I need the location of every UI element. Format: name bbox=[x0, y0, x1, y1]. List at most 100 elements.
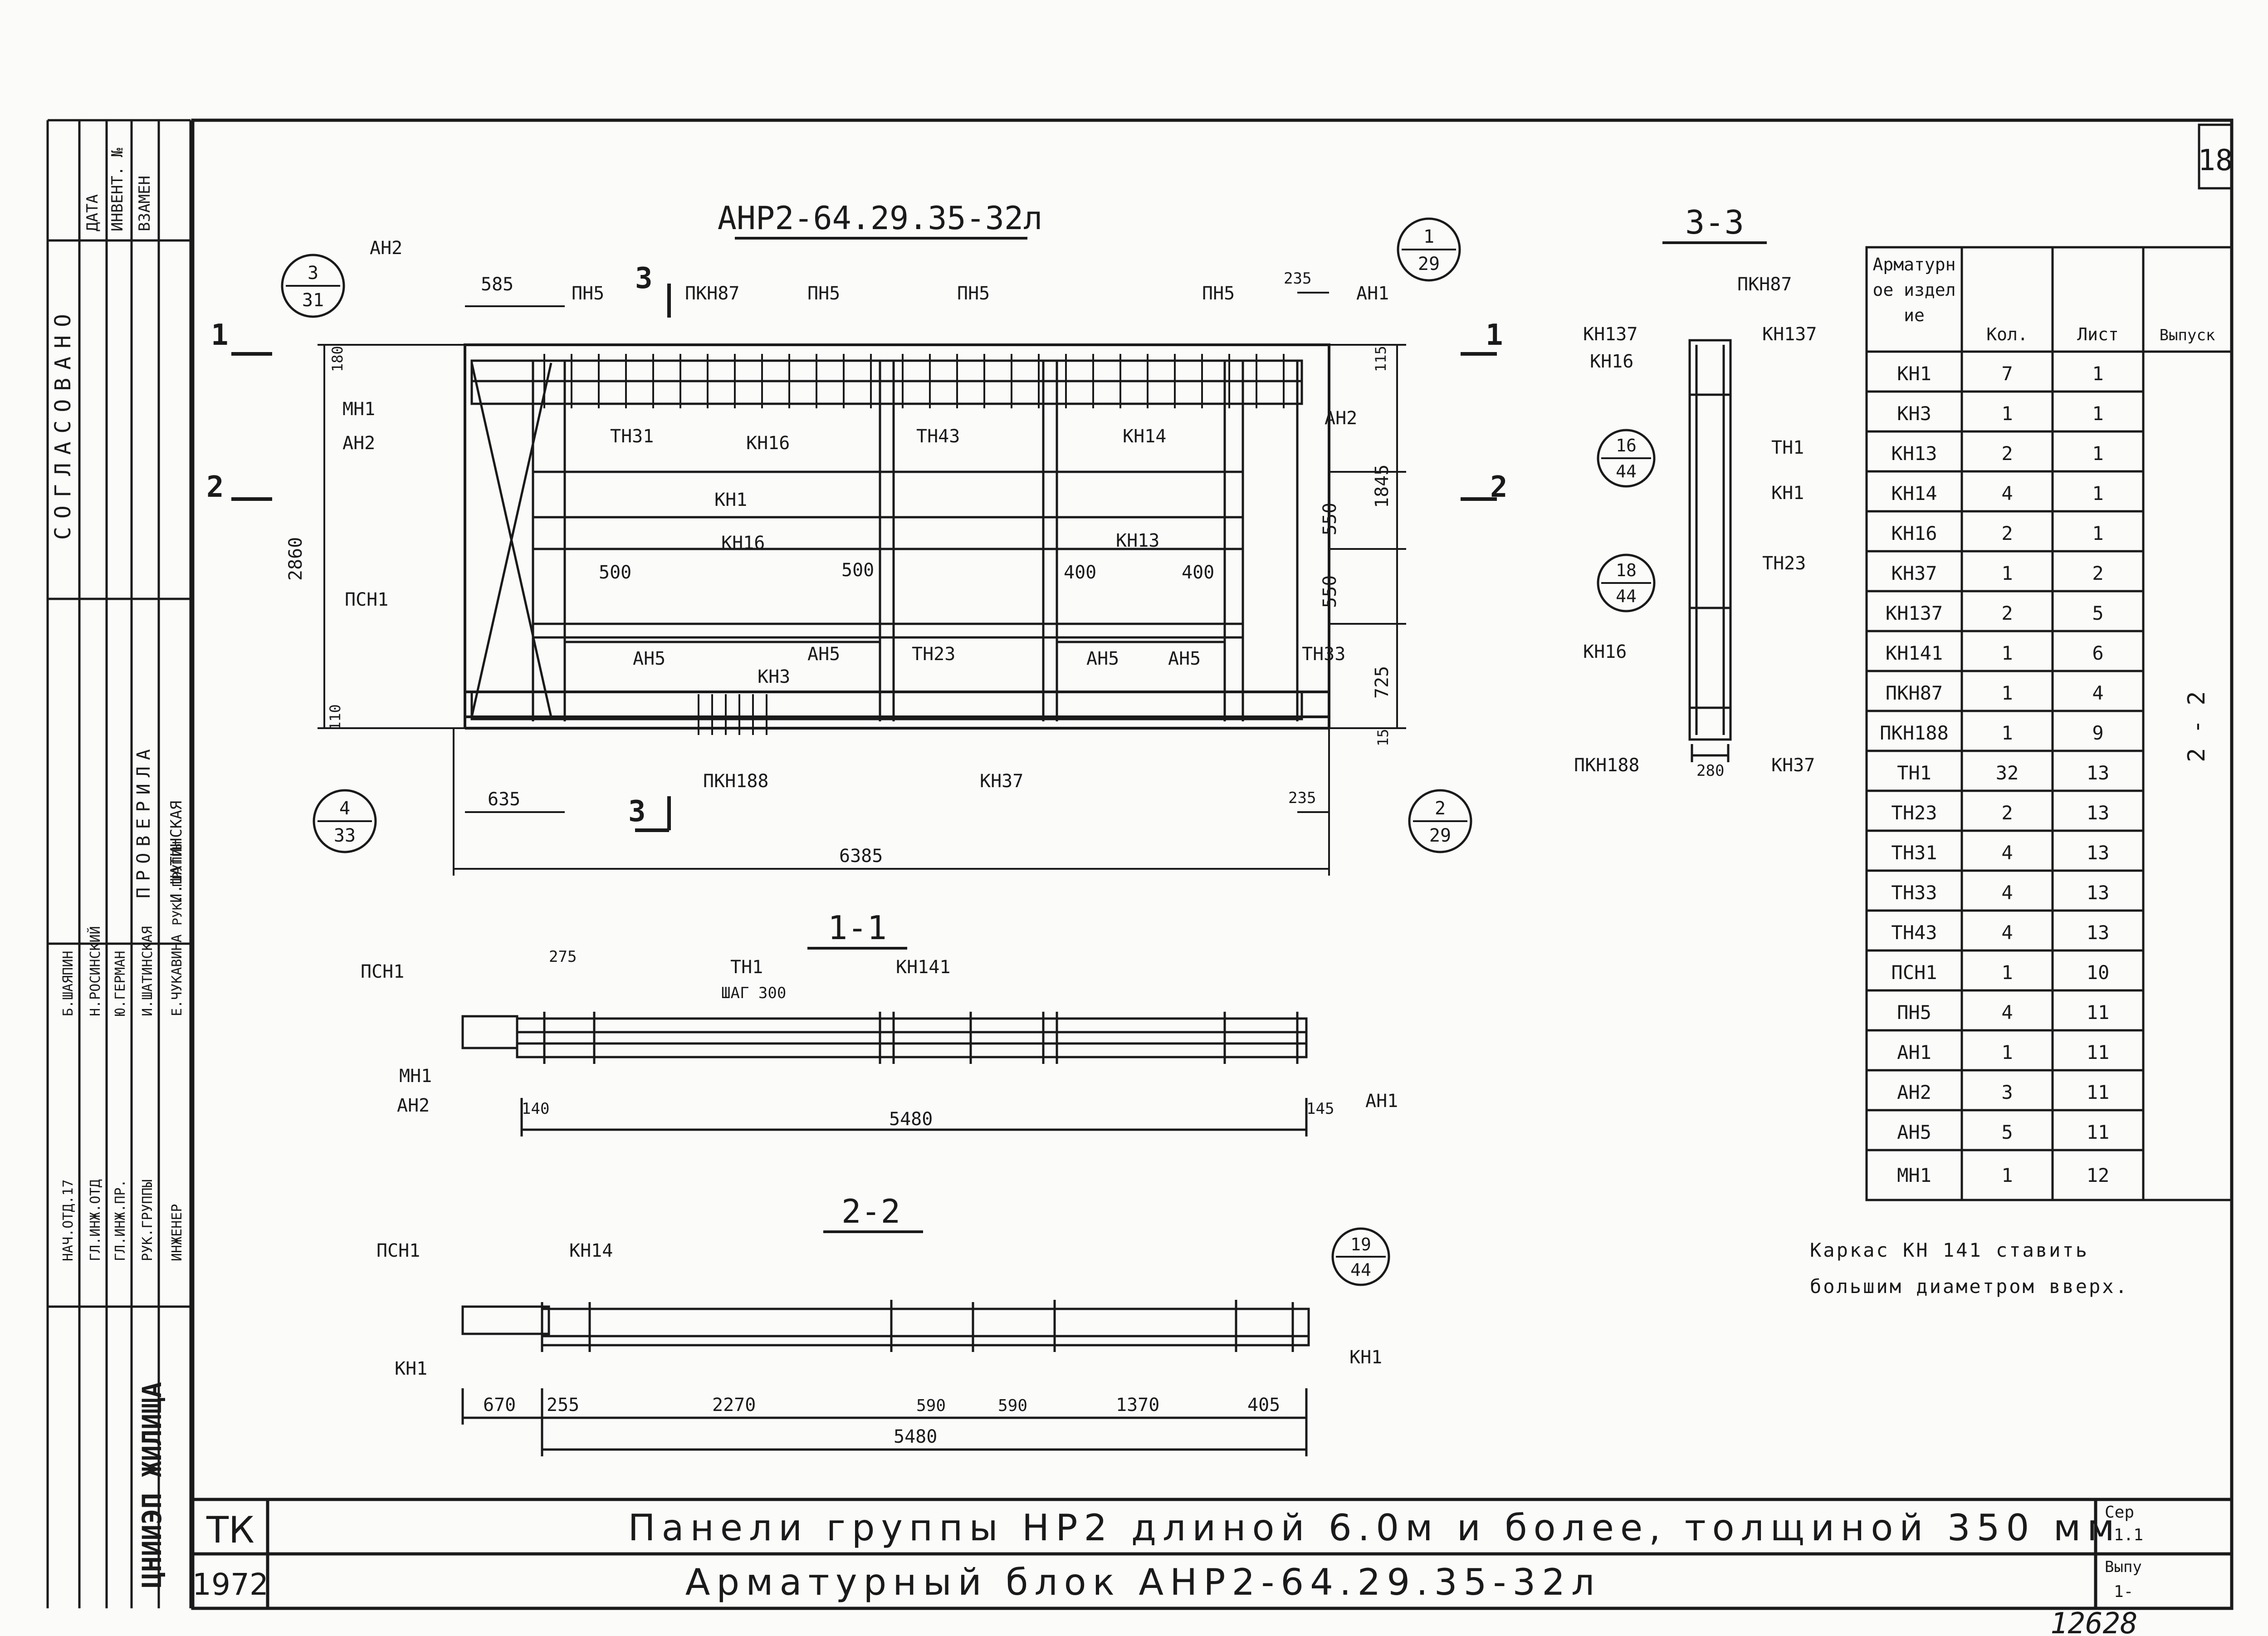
s33-callout-1-bottom: 44 bbox=[1616, 461, 1637, 481]
s33-label-tn1: ТН1 bbox=[1771, 437, 1804, 458]
margin-name-2: Н.РОСИНСКИЙ bbox=[87, 926, 103, 1016]
row-sheet: 13 bbox=[2087, 882, 2110, 904]
row-item: ТН31 bbox=[1891, 842, 1937, 864]
s11-dim-275: 275 bbox=[549, 948, 577, 966]
label-kn13: КН13 bbox=[1116, 530, 1159, 551]
title-line-1: Панели группы НР2 длиной 6.0м и более, т… bbox=[628, 1507, 2121, 1549]
dim-400-a: 400 bbox=[1064, 562, 1096, 583]
row-sheet: 1 bbox=[2092, 362, 2103, 385]
row-item: АН2 bbox=[1897, 1081, 1931, 1103]
section-33-drawing bbox=[1688, 339, 1732, 762]
s22-callout-top: 19 bbox=[1350, 1234, 1371, 1254]
dim-585: 585 bbox=[481, 274, 513, 295]
label-tn43: ТН43 bbox=[916, 426, 960, 447]
section-33-title: 3-3 bbox=[1685, 203, 1744, 241]
plan-callout-4: 2 29 bbox=[1408, 789, 1472, 853]
s33-label-kn137-left: КН137 bbox=[1583, 324, 1637, 345]
row-qty: 4 bbox=[2001, 882, 2013, 904]
s11-dim-5480: 5480 bbox=[889, 1109, 933, 1130]
row-sheet: 11 bbox=[2087, 1081, 2110, 1103]
section-33-callout-2: 18 44 bbox=[1597, 553, 1656, 612]
s11-label-step: ШАГ 300 bbox=[721, 984, 786, 1002]
title-ser-value: 1.1 bbox=[2114, 1526, 2143, 1544]
s22-label-psn1: ПСН1 bbox=[376, 1240, 420, 1261]
margin-invent: ИНВЕНТ. № bbox=[108, 147, 127, 231]
margin-name-5: Е.ЧУКАВИНА bbox=[169, 934, 185, 1016]
row-sheet: 5 bbox=[2092, 602, 2103, 624]
callout-4-top: 2 bbox=[1435, 798, 1446, 819]
row-qty: 2 bbox=[2001, 802, 2013, 824]
spec-table-grid bbox=[1865, 246, 2233, 1201]
row-sheet: 9 bbox=[2092, 722, 2103, 744]
section-11-title: 1-1 bbox=[828, 909, 887, 947]
row-item: ТН43 bbox=[1891, 921, 1937, 944]
archive-number: 12628 bbox=[2050, 1607, 2138, 1636]
s11-dim-145: 145 bbox=[1306, 1100, 1334, 1118]
row-item: ТН33 bbox=[1891, 882, 1937, 904]
spec-header-qty: Кол. bbox=[1986, 324, 2028, 344]
s11-label-psn1: ПСН1 bbox=[361, 961, 404, 982]
margin-texts: ДАТА ИНВЕНТ. № ВЗАМЕН СОГЛАСОВАНО ПРОВЕР… bbox=[50, 147, 186, 1588]
label-an5-4: АН5 bbox=[1168, 648, 1201, 669]
margin-org: ЦНИИЭП ЖИЛИЩА bbox=[137, 1382, 167, 1588]
row-sheet: 13 bbox=[2087, 802, 2110, 824]
title-vyp-value: 1- bbox=[2114, 1582, 2133, 1601]
plan-cages bbox=[470, 359, 1303, 721]
dim-115: 115 bbox=[1372, 346, 1389, 372]
plan-callout-2: 1 29 bbox=[1397, 217, 1461, 282]
row-item: ТН1 bbox=[1897, 762, 1931, 784]
label-psn1: ПСН1 bbox=[345, 589, 388, 610]
margin-name-1: Б.ШАЯПИН bbox=[60, 951, 76, 1017]
row-item: КН13 bbox=[1891, 442, 1937, 465]
row-item: АН5 bbox=[1897, 1121, 1931, 1143]
s22-dim-2270: 2270 bbox=[712, 1395, 756, 1416]
margin-vzamen: ВЗАМЕН bbox=[136, 176, 154, 231]
dim-500-b: 500 bbox=[841, 560, 874, 581]
title-year: 1972 bbox=[192, 1567, 269, 1602]
dim-550-b: 550 bbox=[1320, 575, 1340, 608]
sheet-number: 18 bbox=[2198, 144, 2233, 177]
label-mn1: МН1 bbox=[342, 399, 375, 420]
dim-235-top: 235 bbox=[1284, 269, 1311, 288]
row-item: КН14 bbox=[1891, 482, 1937, 505]
side-label-2-2: 2 - 2 bbox=[2183, 691, 2210, 762]
s22-dim-670: 670 bbox=[483, 1395, 516, 1416]
section-22-drawing bbox=[461, 1300, 1310, 1456]
s33-callout-2-top: 18 bbox=[1616, 560, 1637, 580]
label-kn1: КН1 bbox=[714, 490, 747, 510]
s33-label-kn16-bottom: КН16 bbox=[1583, 642, 1627, 662]
s33-callout-1-top: 16 bbox=[1616, 436, 1637, 456]
callout-1-top: 3 bbox=[308, 263, 318, 284]
s33-label-kn1: КН1 bbox=[1771, 483, 1804, 504]
label-kn16-mid: КН16 bbox=[721, 533, 765, 553]
s33-label-kn37: КН37 bbox=[1771, 755, 1815, 776]
dim-725: 725 bbox=[1372, 666, 1393, 699]
row-item: ПСН1 bbox=[1891, 961, 1937, 984]
s22-dim-590-b: 590 bbox=[998, 1396, 1027, 1415]
row-qty: 1 bbox=[2001, 722, 2013, 744]
row-item: МН1 bbox=[1897, 1164, 1931, 1186]
row-sheet: 1 bbox=[2092, 522, 2103, 544]
row-qty: 32 bbox=[1996, 762, 2019, 784]
s22-label-kn1-right: КН1 bbox=[1349, 1347, 1382, 1368]
dim-400-b: 400 bbox=[1182, 562, 1214, 583]
row-sheet: 2 bbox=[2092, 562, 2103, 584]
s22-dim-5480: 5480 bbox=[894, 1426, 937, 1447]
spec-header-item-wrap: Арматурное изделие bbox=[1872, 255, 1955, 325]
s11-label-mn1: МН1 bbox=[399, 1066, 432, 1087]
plan-dimensions: 585 235 180 115 2860 1845 550 550 725 15… bbox=[285, 269, 1393, 867]
label-an1: АН1 bbox=[1356, 283, 1389, 304]
row-sheet: 6 bbox=[2092, 642, 2103, 664]
row-qty: 1 bbox=[2001, 1041, 2013, 1063]
